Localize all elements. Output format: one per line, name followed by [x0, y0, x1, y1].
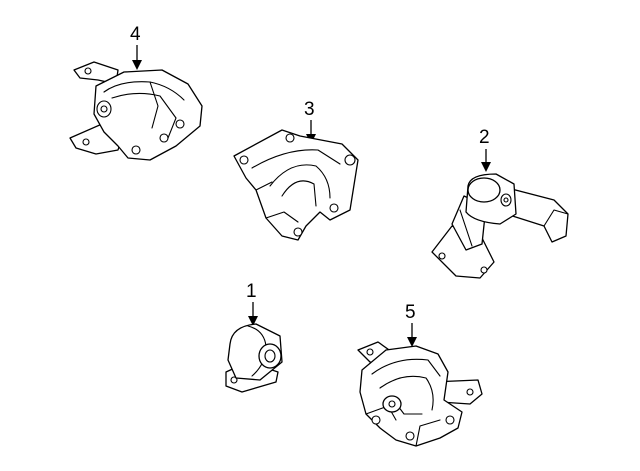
- part-5-mount[interactable]: 5: [357, 302, 483, 447]
- callout-5-arrow: [407, 323, 417, 347]
- callout-5-label: 5: [405, 302, 416, 323]
- callout-4-arrow: [132, 45, 142, 70]
- callout-2-label: 2: [479, 127, 490, 148]
- callout-3-label: 3: [304, 99, 315, 120]
- callout-1-label: 1: [246, 281, 257, 302]
- part-3-mount[interactable]: 3: [233, 99, 359, 241]
- callout-1-arrow: [248, 302, 258, 326]
- callout-2-arrow: [481, 149, 491, 172]
- part-4-mount[interactable]: 4: [69, 24, 203, 161]
- part-2-mount[interactable]: 2: [431, 127, 569, 279]
- part-1-mount[interactable]: 1: [225, 281, 283, 393]
- callout-4-label: 4: [130, 24, 141, 45]
